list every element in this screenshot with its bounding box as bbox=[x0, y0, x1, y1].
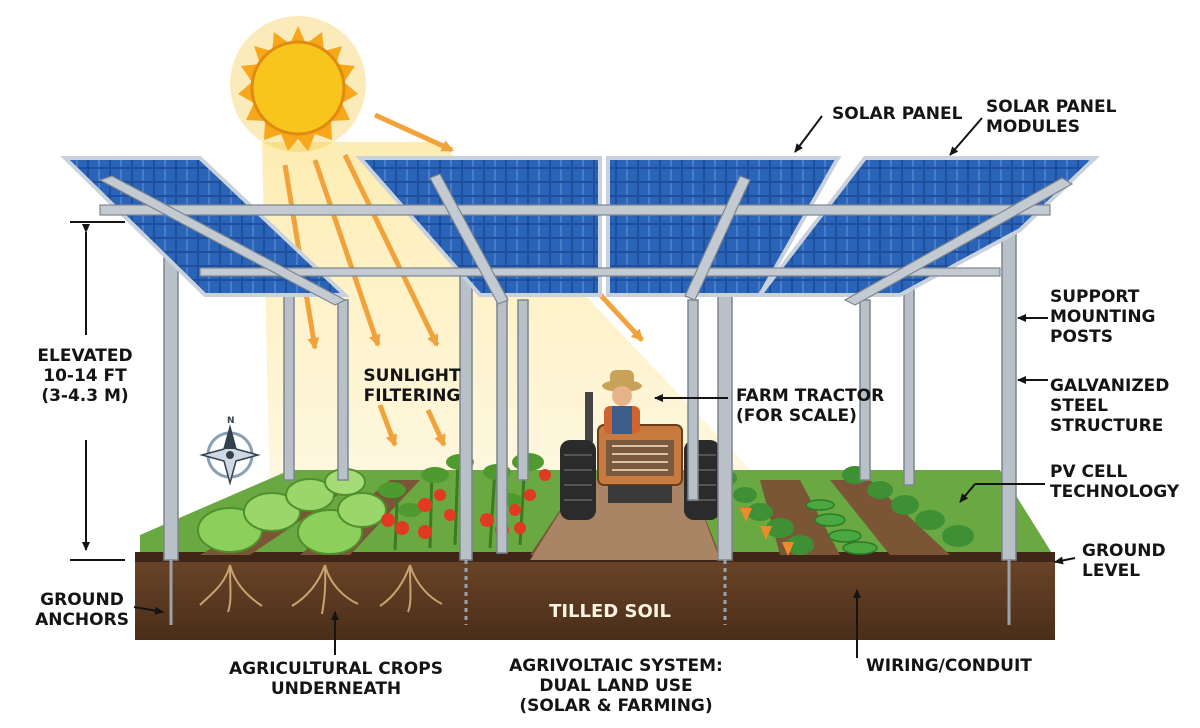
compass-north-label: N bbox=[227, 416, 235, 426]
label-farm-tractor: FARM TRACTOR (FOR SCALE) bbox=[736, 386, 885, 426]
label-galvanized-steel: GALVANIZED STEEL STRUCTURE bbox=[1050, 376, 1170, 436]
label-tilled-soil: TILLED SOIL bbox=[549, 601, 671, 622]
label-pv-cell: PV CELL TECHNOLOGY bbox=[1050, 462, 1180, 502]
label-solar-panel: SOLAR PANEL bbox=[832, 104, 963, 124]
callout-arrows bbox=[133, 115, 1076, 658]
crop-roots bbox=[199, 564, 443, 615]
cabbage-crops bbox=[197, 468, 387, 555]
label-ground-anchors: GROUND ANCHORS bbox=[35, 590, 129, 630]
support-posts bbox=[163, 214, 1017, 561]
label-elevated: ELEVATED 10-14 FT (3-4.3 M) bbox=[37, 346, 133, 406]
ground-anchors bbox=[169, 560, 1011, 625]
elevation-dimension bbox=[70, 221, 125, 561]
sun-rays bbox=[282, 112, 644, 447]
steel-beams bbox=[98, 173, 1074, 306]
label-agrivoltaic: AGRIVOLTAIC SYSTEM: DUAL LAND USE (SOLAR… bbox=[509, 656, 723, 716]
label-crops-underneath: AGRICULTURAL CROPS UNDERNEATH bbox=[229, 659, 443, 699]
label-support-mounting-posts: SUPPORT MOUNTING POSTS bbox=[1050, 287, 1156, 347]
label-wiring-conduit: WIRING/CONDUIT bbox=[866, 656, 1032, 676]
leafy-crops-right bbox=[713, 466, 974, 556]
farmer-icon bbox=[602, 370, 642, 434]
soil-block bbox=[135, 555, 1055, 640]
sun-icon bbox=[230, 16, 366, 152]
label-solar-panel-modules: SOLAR PANEL MODULES bbox=[986, 97, 1117, 137]
label-sunlight-filtering: SUNLIGHT FILTERING bbox=[363, 366, 461, 406]
compass-icon: N bbox=[199, 416, 261, 486]
label-ground-level: GROUND LEVEL bbox=[1082, 541, 1166, 581]
